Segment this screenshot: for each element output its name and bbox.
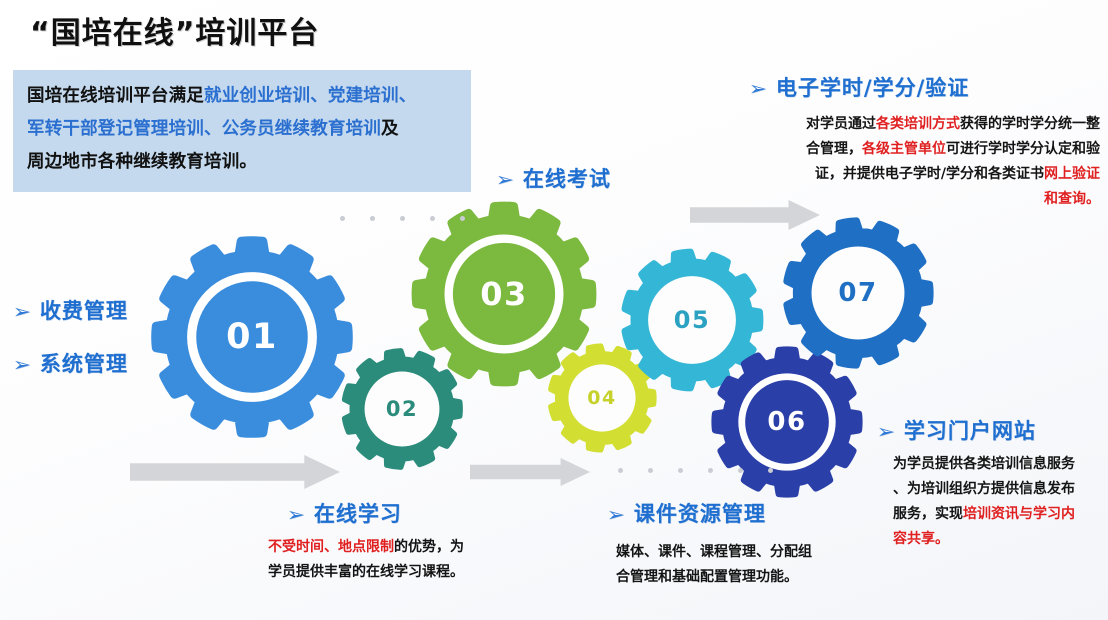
text-run: 和查询。 (1044, 191, 1100, 207)
text-run: 军转干部登记管理培训、公务员继续教育培训 (27, 119, 381, 139)
heading-fee-management[interactable]: ➢ 收费管理 (12, 295, 128, 325)
paragraph-line: 合管理和基础配置管理功能。 (616, 565, 916, 590)
arrow-bullet-icon: ➢ (495, 169, 516, 191)
gear-05[interactable]: 05 (618, 246, 766, 394)
gear-shape-02 (341, 348, 463, 470)
text-run: 学员提供丰富的在线学习课程。 (268, 564, 464, 580)
page-title: “国培在线”培训平台 (30, 16, 320, 51)
text-run: 合管理和基础配置管理功能。 (616, 569, 798, 585)
text-run: 培训资讯与学习内 (963, 506, 1075, 522)
paragraph-online-learning: 不受时间、地点限制的优势，为学员提供丰富的在线学习课程。 (268, 535, 568, 585)
arrow-bullet-icon: ➢ (286, 504, 307, 526)
paragraph-line: 为学员提供各类培训信息服务 (893, 452, 1108, 477)
paragraph-line: 对学员通过各类培训方式获得的学时学分统一整 (742, 112, 1100, 137)
arrow-bullet-icon: ➢ (12, 354, 33, 376)
dot-marker (400, 216, 405, 221)
heading-system-management[interactable]: ➢ 系统管理 (12, 348, 128, 378)
text-run: 周边地市各种继续教育培训。 (27, 152, 258, 172)
heading-label: 电子学时/学分/验证 (775, 76, 970, 100)
text-run: 就业创业培训、党建培训、 (204, 86, 417, 106)
heading-learning-portal[interactable]: ➢ 学习门户网站 (876, 415, 1036, 445)
gear-07[interactable]: 07 (780, 215, 936, 371)
text-run: 及 (381, 119, 399, 139)
heading-label: 在线学习 (313, 502, 402, 526)
heading-online-exam[interactable]: ➢ 在线考试 (495, 163, 611, 193)
arrow-bullet-icon: ➢ (606, 504, 627, 526)
dot-marker (648, 468, 653, 473)
intro-line: 国培在线培训平台满足就业创业培训、党建培训、 (27, 80, 459, 113)
text-run: 为学员提供各类培训信息服务 (893, 456, 1075, 472)
text-run: 、为培训组织方提供信息发布 (893, 481, 1075, 497)
text-run: 服务，实现 (893, 506, 963, 522)
text-run: 对学员通过 (806, 116, 876, 132)
dot-row-upper (340, 216, 490, 221)
arrow-bullet-icon: ➢ (876, 421, 897, 443)
gear-shape-01 (151, 236, 353, 438)
dot-marker (460, 216, 465, 221)
paragraph-line: 服务，实现培训资讯与学习内 (893, 502, 1108, 527)
gear-shape-06 (711, 346, 863, 498)
heading-label: 系统管理 (39, 352, 128, 376)
paragraph-line: 媒体、课件、课程管理、分配组 (616, 540, 916, 565)
paragraph-credit-verification: 对学员通过各类培训方式获得的学时学分统一整合管理，各级主管单位可进行学时学分认定… (742, 112, 1100, 212)
dot-marker (678, 468, 683, 473)
text-run: 网上验证 (1044, 166, 1100, 182)
text-run: 不受时间、地点限制 (268, 539, 394, 555)
paragraph-line: 和查询。 (742, 187, 1100, 212)
arrow-to-credit-verification (690, 200, 820, 230)
arrow-bullet-icon: ➢ (12, 301, 33, 323)
text-run: 获得的学时学分统一整 (960, 116, 1100, 132)
gear-shape-03 (411, 201, 597, 387)
gear-01[interactable]: 01 (150, 235, 354, 439)
heading-courseware-resource[interactable]: ➢ 课件资源管理 (606, 498, 766, 528)
paragraph-line: 容共享。 (893, 527, 1108, 552)
text-run: 国培在线培训平台满足 (27, 86, 204, 106)
text-run: 可进行学时学分认定和验 (946, 141, 1100, 157)
intro-line: 军转干部登记管理培训、公务员继续教育培训及 (27, 113, 459, 146)
arrow-to-online-learning (130, 455, 340, 489)
text-run: 合管理， (806, 141, 862, 157)
dot-marker (768, 468, 773, 473)
paragraph-courseware-resource: 媒体、课件、课程管理、分配组合管理和基础配置管理功能。 (616, 540, 916, 590)
heading-label: 收费管理 (39, 299, 128, 323)
paragraph-line: 、为培训组织方提供信息发布 (893, 477, 1108, 502)
dot-marker (370, 216, 375, 221)
heading-credit-verification[interactable]: ➢ 电子学时/学分/验证 (748, 72, 970, 102)
arrow-icon (130, 455, 340, 489)
dot-row-lower (618, 468, 798, 473)
dot-marker (708, 468, 713, 473)
text-run: 各类培训方式 (876, 116, 960, 132)
paragraph-line: 不受时间、地点限制的优势，为 (268, 535, 568, 560)
arrow-to-courseware (470, 458, 590, 486)
paragraph-line: 学员提供丰富的在线学习课程。 (268, 560, 568, 585)
heading-label: 学习门户网站 (903, 419, 1036, 443)
paragraph-learning-portal: 为学员提供各类培训信息服务、为培训组织方提供信息发布服务，实现培训资讯与学习内容… (893, 452, 1108, 552)
heading-label: 课件资源管理 (633, 502, 766, 526)
gear-shape-05 (621, 248, 764, 392)
intro-description-box: 国培在线培训平台满足就业创业培训、党建培训、 军转干部登记管理培训、公务员继续教… (13, 70, 471, 192)
heading-label: 在线考试 (522, 167, 611, 191)
text-run: 的优势，为 (394, 539, 464, 555)
paragraph-line: 证，并提供电子学时/学分和各类证书网上验证 (742, 162, 1100, 187)
gear-shape-04 (548, 343, 657, 453)
gear-shape-07 (783, 217, 934, 369)
paragraph-line: 合管理，各级主管单位可进行学时学分认定和验 (742, 137, 1100, 162)
dot-marker (430, 216, 435, 221)
heading-online-learning[interactable]: ➢ 在线学习 (286, 498, 402, 528)
arrow-icon (470, 458, 590, 486)
dot-marker (340, 216, 345, 221)
text-run: 各级主管单位 (862, 141, 946, 157)
dot-marker (738, 468, 743, 473)
text-run: 容共享。 (893, 531, 949, 547)
text-run: 媒体、课件、课程管理、分配组 (616, 544, 812, 560)
intro-line: 周边地市各种继续教育培训。 (27, 146, 459, 179)
arrow-bullet-icon: ➢ (748, 78, 769, 100)
dot-marker (618, 468, 623, 473)
text-run: 证，并提供电子学时/学分和各类证书 (814, 166, 1044, 182)
arrow-icon (690, 200, 820, 230)
